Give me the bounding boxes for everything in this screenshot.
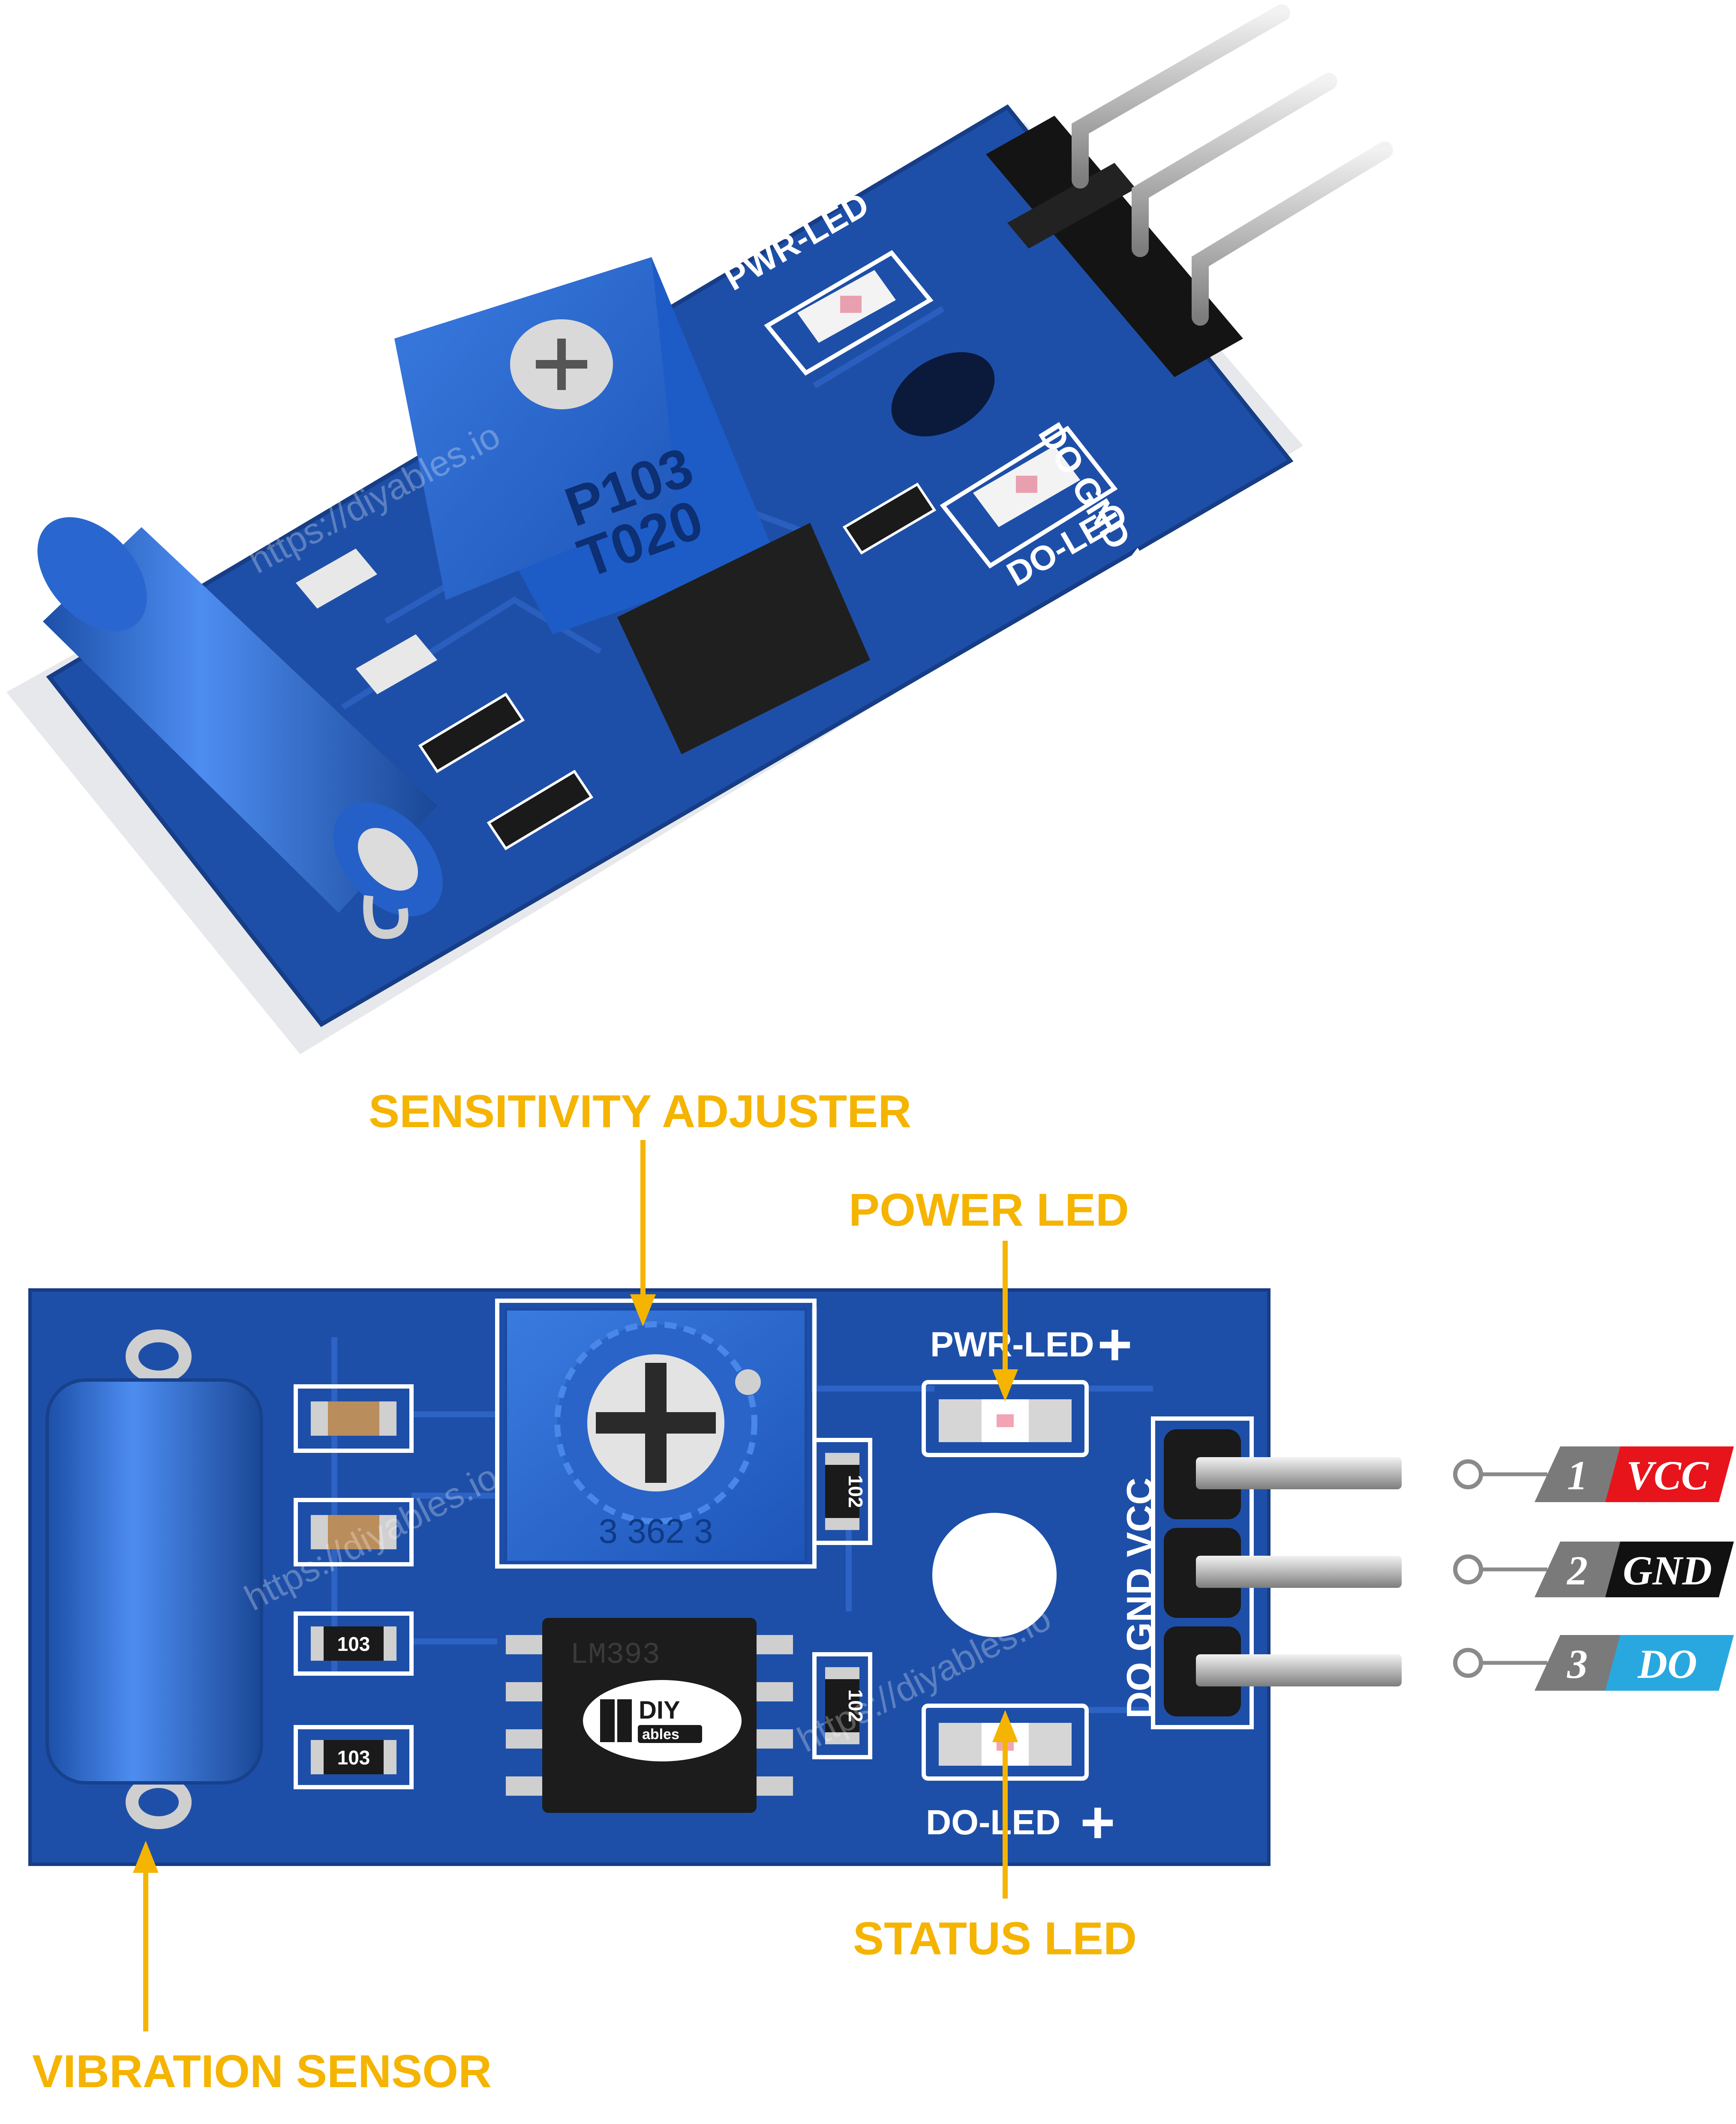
status-led-front: DO-LED + [922, 1704, 1115, 1856]
callout-power-led-label: POWER LED [849, 1184, 1129, 1236]
power-led-front: PWR-LED + [922, 1311, 1132, 1457]
pwr-led-plus: + [1097, 1311, 1132, 1378]
pwr-led-angled [764, 250, 934, 376]
do-led-plus: + [1080, 1788, 1115, 1856]
callout-vibration: VIBRATION SENSOR [32, 1841, 492, 2097]
potentiometer-angled: P103 T020 [394, 257, 776, 634]
pin-tag-2: 2 GND [1453, 1542, 1734, 1597]
resistor-102-2-label: 102 [844, 1689, 867, 1722]
callout-status-led-label: STATUS LED [853, 1912, 1137, 1964]
pin-2-name: GND [1623, 1548, 1712, 1593]
pin-3-name: DO [1637, 1641, 1697, 1687]
do-led-silk: DO-LED [926, 1803, 1060, 1842]
pot-marking-front: 3 362 3 [599, 1512, 713, 1550]
callout-sensitivity-label: SENSITIVITY ADJUSTER [369, 1085, 911, 1137]
pin-3-number: 3 [1567, 1641, 1588, 1687]
resistor-103-1-label: 103 [337, 1633, 370, 1655]
callout-power-led: POWER LED [849, 1184, 1129, 1401]
pin-2-number: 2 [1566, 1548, 1588, 1593]
capacitor-1 [294, 1384, 414, 1453]
potentiometer-front: 3 362 3 [495, 1299, 817, 1569]
resistor-102-1-label: 102 [844, 1475, 867, 1508]
pwr-led-silk: PWR-LED [930, 1325, 1094, 1364]
pin-tag-1: 1 VCC [1453, 1446, 1734, 1502]
product-photo-angled: P103 T020 PWR-LED DO-LED DO GND VCC [6, 4, 1393, 1054]
callout-sensitivity: SENSITIVITY ADJUSTER [369, 1085, 911, 1326]
capacitor-2 [294, 1498, 414, 1566]
vibration-sensor-front [45, 1329, 263, 1829]
front-view-diagram: 103 103 3 362 3 [28, 1288, 1402, 1866]
callout-vibration-label: VIBRATION SENSOR [32, 2045, 492, 2097]
logo-top-text: DIY [639, 1696, 680, 1724]
pin-1-number: 1 [1567, 1452, 1588, 1498]
header-front [1151, 1416, 1402, 1729]
resistor-102-2: 102 [812, 1652, 872, 1759]
pin-1-name: VCC [1626, 1452, 1709, 1498]
header-pins-angled [986, 4, 1393, 377]
vibration-sensor-angled [37, 517, 443, 939]
resistor-102-1: 102 [812, 1438, 872, 1545]
callout-status-led: STATUS LED [853, 1710, 1137, 1964]
comparator-chip-angled [617, 523, 870, 754]
resistor-103-1: 103 [294, 1611, 414, 1676]
mounting-hole-angled [891, 352, 995, 437]
mounting-hole-front [932, 1513, 1057, 1637]
smd-components-angled [296, 482, 937, 851]
logo-bottom-text: ables [642, 1726, 679, 1743]
pin-tag-3: 3 DO [1453, 1635, 1734, 1691]
resistor-103-2: 103 [294, 1725, 414, 1789]
comparator-chip-front: LM393 DIY ables [506, 1618, 793, 1813]
resistor-103-2-label: 103 [337, 1746, 370, 1769]
do-led-angled [940, 426, 1118, 569]
chip-marking: LM393 [570, 1638, 660, 1672]
